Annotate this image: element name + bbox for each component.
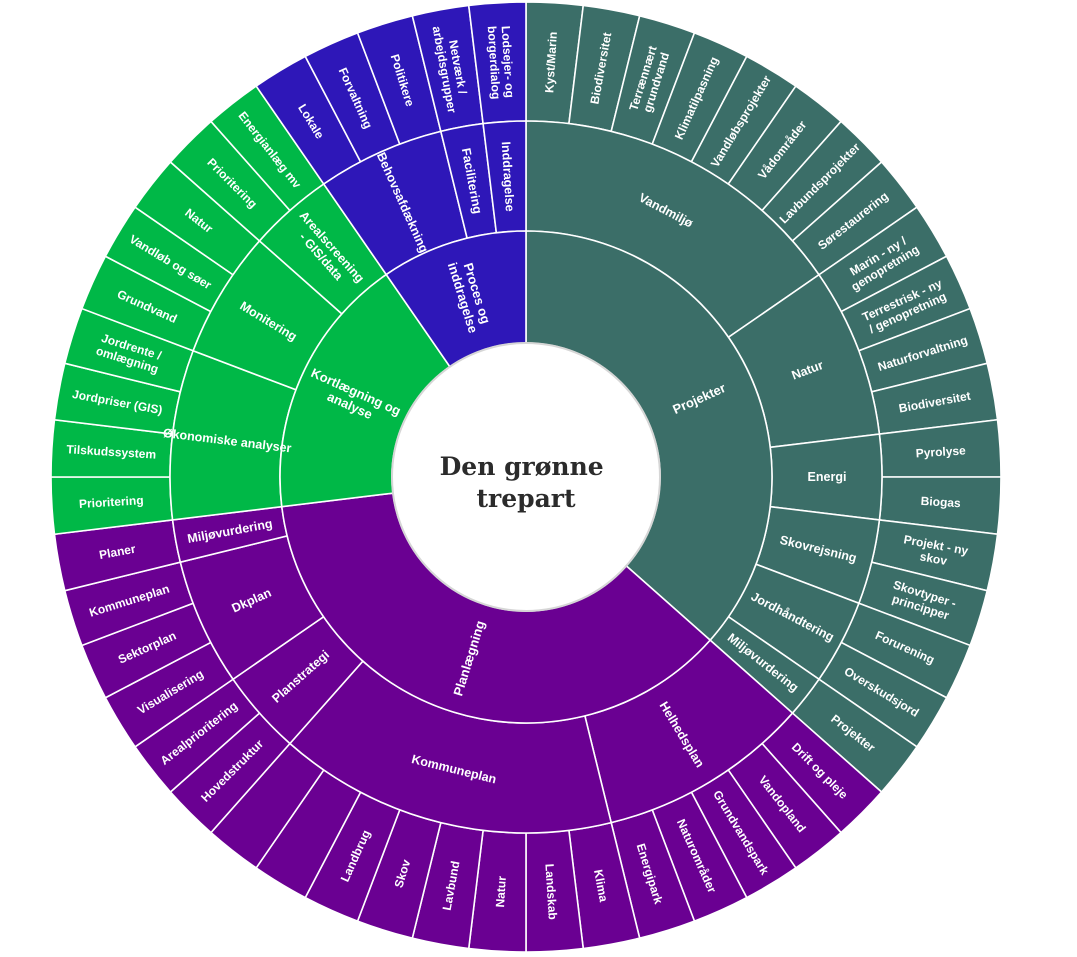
label-sub-energi-0-2: Energi xyxy=(808,470,847,484)
label-leaf-tilskudssystem-2-0-1: Tilskudssystem xyxy=(66,442,157,461)
label-leaf-lodsejer-og-borgerdialog-3-2-0: Lodsejer- ogborgerdialog xyxy=(485,25,517,100)
label-leaf-prioritering-2-0-0: Prioritering xyxy=(79,493,144,511)
label-leaf-kyst-marin-0-0-0: Kyst/Marin xyxy=(542,31,560,93)
label-leaf-planer-1-4-0: Planer xyxy=(98,542,137,562)
label-leaf-natur-1-1-2: Natur xyxy=(493,875,509,907)
center-title-line-1: Den grønne xyxy=(440,452,604,481)
center-title: Den grønne trepart xyxy=(440,452,613,513)
label-leaf-pyrolyse-0-2-0: Pyrolyse xyxy=(915,443,966,460)
label-leaf-landskab-1-1-1: Landskab xyxy=(542,863,559,920)
label-leaf-skovtyper-principper-0-3-1: Skovtyper -principper xyxy=(887,578,958,624)
label-leaf-biogas-0-2-1: Biogas xyxy=(920,494,961,510)
center-title-line-2: trepart xyxy=(476,484,575,513)
chart-segments xyxy=(50,1,1002,953)
label-leaf-klima-1-1-0: Klima xyxy=(591,868,611,903)
label-sub-inddragelse-3-2: Inddragelse xyxy=(499,141,517,212)
center-circle xyxy=(391,342,661,612)
